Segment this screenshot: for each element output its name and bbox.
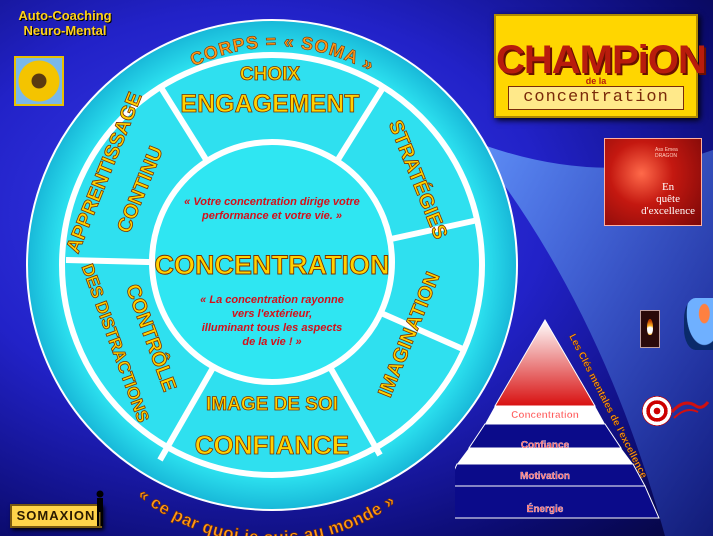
champion-subtitle: concentration xyxy=(508,86,684,110)
brand-line1: Auto-Coaching xyxy=(18,8,112,23)
book-line1: En xyxy=(661,181,675,193)
book-line2: quête xyxy=(656,193,680,205)
champion-title: CHAMPiON xyxy=(496,38,707,82)
excellence-pyramid: Concentration Confiance Motivation Énerg… xyxy=(455,319,660,519)
somaxion-logo: SOMAXION xyxy=(10,504,102,528)
candle-image xyxy=(640,310,660,348)
brand-title: Auto-Coaching Neuro-Mental xyxy=(6,8,124,38)
segment-image-de-soi: IMAGE DE SOI xyxy=(206,394,338,415)
book-author: Ass Emea DRAGON xyxy=(655,147,678,159)
quote1-line1: « Votre concentration dirige votre xyxy=(184,196,360,208)
sunflower-image xyxy=(14,56,64,106)
quote2-line4: de la vie ! » xyxy=(242,336,301,348)
champion-small: de la xyxy=(585,76,607,86)
center-circle xyxy=(149,139,395,385)
quote2-line2: vers l'extérieur, xyxy=(232,308,312,320)
pyramid-level-energie: Énergie xyxy=(527,502,564,515)
pyramid-side-label-wrap: Les Clés mentales de l'excellence xyxy=(566,332,649,480)
segment-engagement: ENGAGEMENT xyxy=(180,90,359,118)
pyramid-side-label: Les Clés mentales de l'excellence xyxy=(566,332,649,480)
quote1-line2: performance et votre vie. » xyxy=(201,210,342,222)
brand-line2: Neuro-Mental xyxy=(23,23,107,38)
champion-logo: CHAMPiON de la concentration xyxy=(494,14,707,118)
quote2-line1: « La concentration rayonne xyxy=(200,294,344,306)
segment-choix: CHOIX xyxy=(240,64,301,85)
book-line3: d'excellence xyxy=(641,205,695,217)
brain-head-image xyxy=(684,298,713,350)
target-icon xyxy=(642,396,672,426)
pyramid-level-concentration: Concentration xyxy=(511,410,579,421)
center-title: CONCENTRATION xyxy=(155,250,390,280)
pyramid-level-confiance: Confiance xyxy=(521,440,570,451)
target-swoosh-icon xyxy=(670,401,710,419)
person-silhouette-icon xyxy=(96,490,104,526)
quote2-line3: illuminant tous les aspects xyxy=(202,322,343,334)
pyramid-level-motivation: Motivation xyxy=(520,471,570,482)
segment-confiance: CONFIANCE xyxy=(195,430,350,460)
book-cover: Ass Emea DRAGON En quête d'excellence xyxy=(604,138,702,226)
book-title: En quête d'excellence xyxy=(641,181,695,217)
